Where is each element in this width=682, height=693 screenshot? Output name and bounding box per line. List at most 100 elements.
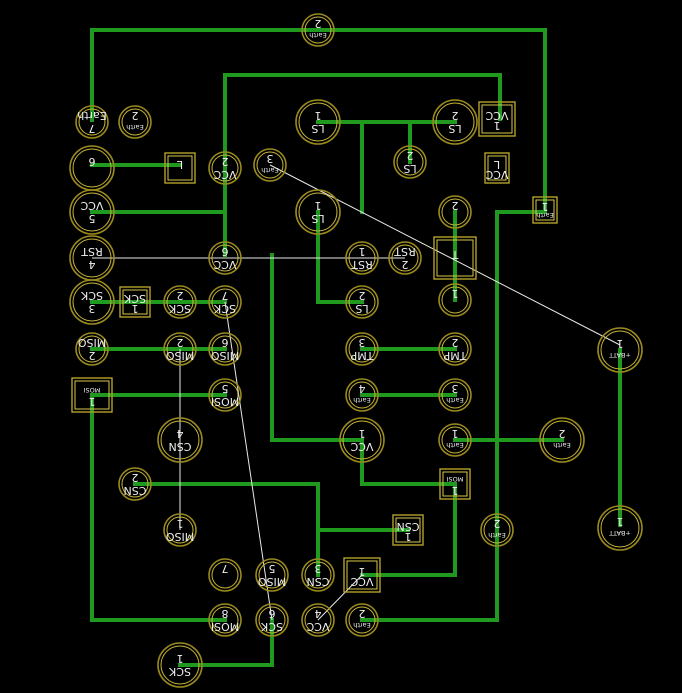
pad-ring-inner: [166, 335, 194, 363]
pad-label-top: 1: [617, 337, 624, 350]
pad-ring-inner: [441, 286, 469, 314]
pad-ring-inner: [121, 470, 149, 498]
pad-ring-inner: [396, 148, 424, 176]
pad-label-top: 1: [177, 652, 184, 665]
rat-vcc: [317, 574, 363, 621]
pad-label-top: 1: [452, 287, 459, 300]
square-label-top: L: [176, 158, 183, 171]
pad-label-bottom: Earth: [126, 123, 143, 131]
pad-ring: [253, 148, 287, 182]
pad-ring: [295, 189, 341, 235]
pad-label-bottom: LS: [403, 162, 416, 175]
pad-ring: [345, 378, 379, 412]
ratsnest: [92, 164, 621, 621]
pad-ring-inner: [160, 420, 200, 460]
square-inner: [487, 155, 507, 181]
pad-label-bottom: MISO: [257, 575, 286, 588]
pad-label-top: 2: [559, 427, 566, 440]
pad-label-top: 1: [359, 245, 366, 258]
pad-label-bottom: Earth: [553, 441, 570, 449]
pad-ring: [208, 285, 242, 319]
pad-ring: [163, 513, 197, 547]
pad-batt1b: 1+BATT: [597, 505, 643, 551]
pad-label-top: 8: [222, 607, 229, 620]
pad-ring-inner: [600, 508, 640, 548]
trace-vcc-low: [360, 482, 457, 577]
pad-ring: [539, 417, 585, 463]
pad-ring-inner: [304, 561, 332, 589]
pad-label-bottom: Earth: [353, 621, 370, 629]
square-outline: [532, 196, 558, 224]
trace-vcc-mid: [270, 253, 364, 442]
pad-ring: [75, 105, 109, 139]
pad-label-bottom: Earth: [309, 31, 326, 39]
pad-ring: [208, 558, 242, 592]
pad-label-bottom: VCC: [350, 440, 373, 453]
pad-label-top: 4: [315, 607, 322, 620]
pad-ring-inner: [78, 335, 106, 363]
square-label-bottom: 1: [89, 395, 96, 408]
pad-label-top: 3: [315, 562, 322, 575]
pad-ring: [480, 513, 514, 547]
pad-label-bottom: 5: [89, 212, 96, 225]
pad-ring-inner: [258, 561, 286, 589]
pad-ring-inner: [441, 426, 469, 454]
pad-ring-inner: [304, 16, 332, 44]
pad-ring: [438, 378, 472, 412]
square-label-bottom: VCC: [350, 575, 373, 588]
pad-label-top: 4: [359, 382, 366, 395]
square-label-bottom: 1: [132, 302, 139, 315]
pad-label-top: 7: [222, 289, 229, 302]
pad-label-top: 1: [452, 427, 459, 440]
square-inner: [74, 380, 110, 410]
pad-ls2c: 2LS: [345, 285, 379, 319]
square-label-bottom: 1: [452, 484, 459, 497]
square-label-top: T: [451, 248, 459, 261]
square-outline: [71, 377, 113, 413]
pad-ring-inner: [72, 282, 112, 322]
pad-label-bottom: SCK: [168, 302, 191, 315]
pad-label-bottom: +BATT: [609, 529, 631, 537]
square-outline: [433, 236, 477, 280]
square-label-bottom: VCC: [485, 168, 508, 181]
square-outline: [439, 468, 471, 500]
pad-label-top: 3: [359, 336, 366, 349]
pad-label-bottom: +BATT: [609, 351, 631, 359]
pad-ring: [438, 332, 472, 366]
pad-label-bottom: LS: [448, 122, 461, 135]
pad-ring-inner: [160, 645, 200, 685]
square-label-top: MOSI: [84, 386, 101, 394]
pad-ring: [388, 241, 422, 275]
pad-label-top: 2: [452, 199, 459, 212]
pad-r1: 1: [438, 283, 472, 317]
pad-label-top: RST: [81, 245, 103, 258]
pad-label-bottom: Earth: [488, 531, 505, 539]
pad-ring: [345, 332, 379, 366]
pad-ring-inner: [441, 335, 469, 363]
pad-ring-inner: [348, 381, 376, 409]
pad-label-top: 2: [452, 336, 459, 349]
pad-ring: [345, 241, 379, 275]
trace-vcc-down2: [360, 438, 457, 486]
